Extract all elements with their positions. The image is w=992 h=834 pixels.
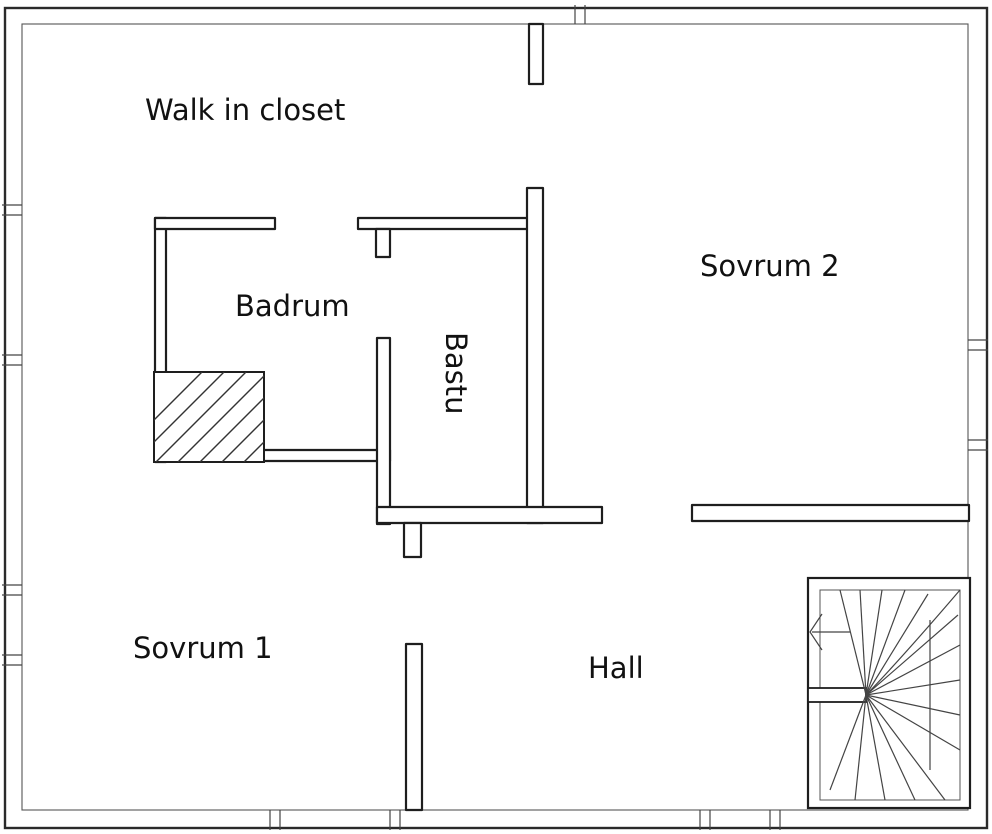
hatched-fixture [153, 371, 265, 463]
room-label-sovrum-2: Sovrum 2 [700, 249, 840, 283]
room-label-badrum: Badrum [235, 289, 350, 323]
room-label-walk-in-closet: Walk in closet [145, 93, 345, 127]
wall-hall-divider [404, 642, 424, 812]
exterior-walls [2, 5, 989, 830]
stair-direction-arrow-icon [809, 613, 823, 651]
wall-closet-stub [527, 22, 545, 86]
room-label-sovrum-1: Sovrum 1 [133, 631, 273, 665]
staircase [806, 576, 972, 810]
wall-sovrum-2-bottom [690, 503, 971, 523]
sauna-walls [375, 186, 604, 559]
room-label-bastu: Bastu [439, 332, 473, 415]
room-label-hall: Hall [588, 651, 644, 685]
